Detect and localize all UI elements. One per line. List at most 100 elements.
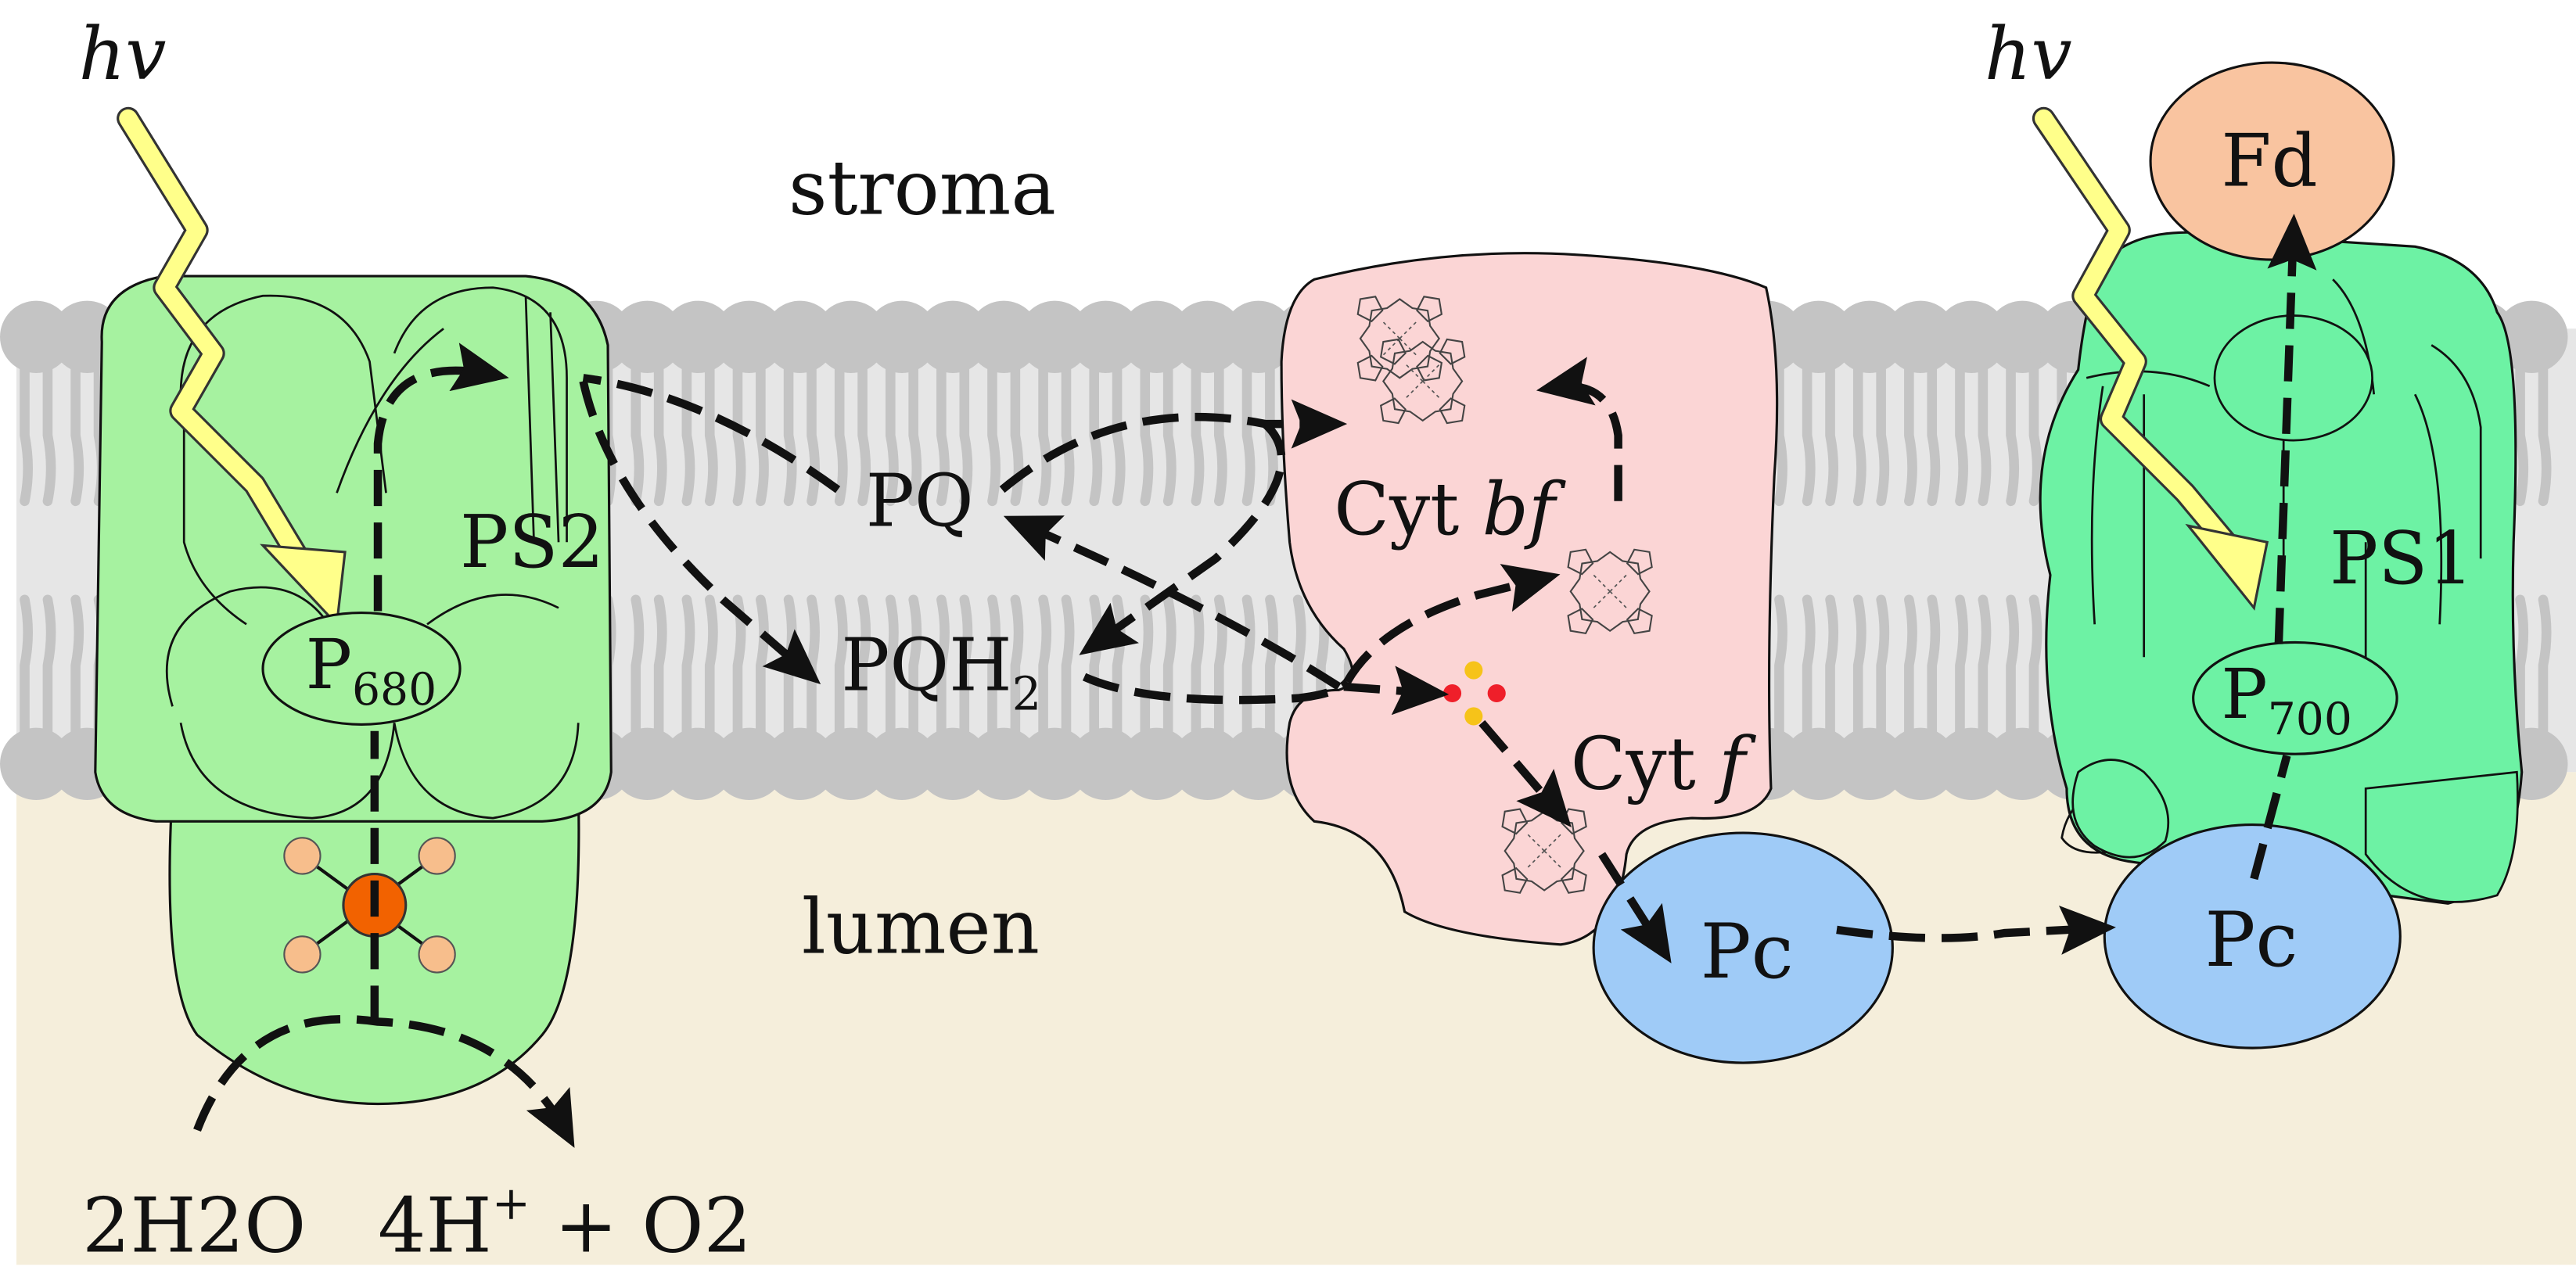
lipid-tail [959,360,973,507]
lipid-tail [1241,594,1256,741]
lipid-tail [704,360,718,507]
lipid-head [2495,300,2568,373]
ps1-inner-lines [2060,278,2482,854]
photon-arrowhead-right [2185,523,2269,611]
ps1-right-foot [2364,770,2519,903]
lipid-tail [1265,594,1278,741]
lipid-head [1833,727,1906,801]
lipid-tail [1061,594,1075,741]
lipid-tail [857,360,871,507]
p700-label: P700 [2221,654,2352,745]
ps2-lower-left-lobe [166,586,396,820]
lipid-tail [631,360,645,507]
lipid-tail [681,594,695,741]
lipid-tail [2028,360,2042,507]
lipid-head [611,300,684,373]
lipid-tail [1140,594,1154,741]
p700-reaction-center [2192,640,2398,755]
lipid-head [865,300,939,373]
lipid-tail [1038,360,1052,507]
lipid-head [967,727,1040,801]
lipid-tail [1191,594,1205,741]
lipid-tail [783,594,797,741]
lipid-tail [681,360,695,507]
p680-to-pheo-arrow [373,343,509,612]
lipid-tail [1038,594,1052,741]
heme-bh-icon [1356,296,1443,382]
lipid-tail [936,360,950,507]
lipid-head [814,727,888,801]
lipid-tail [20,360,34,507]
lipid-tail [1876,594,1890,741]
lipid-head [0,727,73,801]
lipid-tail [2538,360,2552,507]
lipid-tail [653,360,667,507]
lipid-head [662,727,735,801]
lipid-head [1171,727,1244,801]
lipid-tail [732,360,746,507]
pqh2-label: PQH2 [841,622,1041,720]
lipid-tail [885,594,899,741]
lipid-tail [1061,360,1075,507]
lipid-tail [959,594,973,741]
water-label: 2H2O [82,1182,306,1270]
p700-to-fd-arrow [2267,213,2317,644]
lipid-tail [1112,594,1126,741]
lumen-label: lumen [802,882,1040,970]
lipid-tail [631,594,645,741]
lipid-head [1120,727,1193,801]
pq-label: PQ [866,458,974,543]
lipid-head [865,727,939,801]
lipid-tail [1191,360,1205,507]
lipid-tail [1213,360,1227,507]
lipid-head [1833,300,1906,373]
lipid-head [1069,727,1142,801]
lipid-head [814,300,888,373]
heme-bh2-icon [1379,338,1466,425]
lipid-tail [807,594,820,741]
lipid-tail [70,360,84,507]
ps2-inner-line [524,296,560,543]
ps1-label: PS1 [2330,516,2474,601]
lipid-head [763,727,836,801]
lipid-tail [987,594,1001,741]
lipid-tail [20,594,34,741]
lipid-tail [1825,594,1839,741]
ps1-left-foot [2071,759,2170,859]
heme-bl-to-bh-arrow [1536,357,1622,501]
lipid-tail [908,360,922,507]
lipid-head [1884,300,1957,373]
lipid-tail [1978,360,1992,507]
pc-left-protein [1592,831,1894,1064]
p680-label: P680 [306,624,437,716]
ps2-label: PS2 [460,500,604,584]
lipid-head [611,727,684,801]
hv-left-label: hv [79,12,167,96]
lipid-tail [1978,594,1992,741]
lipid-tail [2515,594,2529,741]
lipid-tail [2515,360,2529,507]
lipid-tail [885,360,899,507]
ps2-lower-right-lobe [393,594,580,820]
pc-right-label: Pc [2204,895,2298,984]
lipid-tail [653,594,667,741]
lipid-tail [1955,360,1968,507]
lipid-head [1935,300,2008,373]
lipid-head [1069,300,1142,373]
lipid-tail [1162,360,1177,507]
lipid-tail [2006,360,2020,507]
photon-arrow-right-fill [2035,109,2236,551]
lipid-tail [834,594,848,741]
lipid-head [1222,300,1295,373]
lipid-tail [732,594,746,741]
lipid-head [763,300,836,373]
lipid-tail [1955,594,1968,741]
stroma-label: stroma [789,143,1056,231]
photon-arrowhead-left [260,544,347,627]
lipid-tail [1112,360,1126,507]
ps2-helix-right [336,286,568,543]
lipid-tail [1774,594,1787,741]
lipid-tail [1852,360,1866,507]
cyt-bf-label: Cyt bf [1334,467,1566,551]
products-label: 4H+ + O2 [378,1176,752,1270]
